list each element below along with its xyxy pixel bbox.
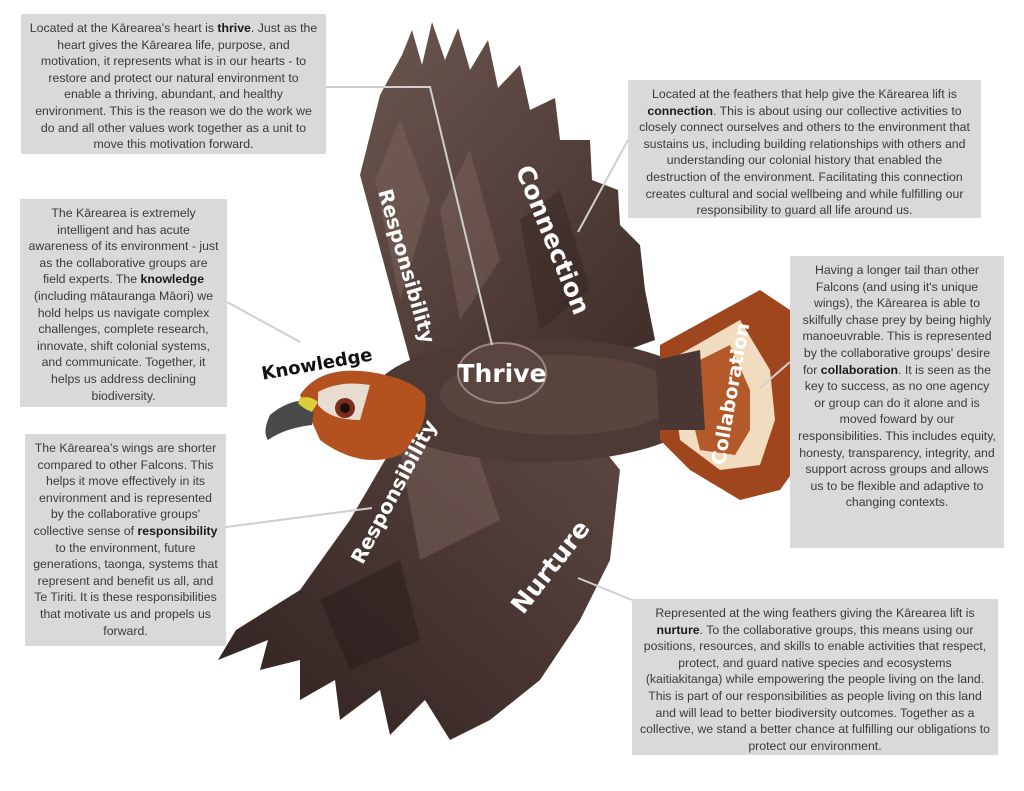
thrive-description-box: Located at the Kārearea's heart is thriv… xyxy=(21,14,326,154)
connection-text-bold: connection xyxy=(647,103,714,118)
responsibility-text-post: to the environment, future generations, … xyxy=(33,540,218,638)
responsibility-text-pre: The Kārearea's wings are shorter compare… xyxy=(33,441,217,538)
nurture-description-box: Represented at the wing feathers giving … xyxy=(632,599,998,755)
thrive-text-post: . Just as the heart gives the Kārearea l… xyxy=(35,21,318,152)
responsibility-description-box: The Kārearea's wings are shorter compare… xyxy=(25,434,226,646)
knowledge-text-bold: knowledge xyxy=(140,272,205,287)
collaboration-text-post: . It is seen as the key to success, as n… xyxy=(798,362,996,510)
thrive-text-pre: Located at the Kārearea's heart is xyxy=(29,21,218,35)
collaboration-description-box: Having a longer tail than other Falcons … xyxy=(790,256,1004,548)
knowledge-description-box: The Kārearea is extremely intelligent an… xyxy=(20,199,227,407)
nurture-text-bold: nurture xyxy=(656,622,700,637)
connection-text-pre: Located at the feathers that help give t… xyxy=(652,87,957,101)
connection-description-box: Located at the feathers that help give t… xyxy=(628,80,981,218)
tail xyxy=(655,290,810,500)
beak xyxy=(265,399,315,440)
collaboration-text-pre: Having a longer tail than other Falcons … xyxy=(802,263,992,377)
nurture-text-pre: Represented at the wing feathers giving … xyxy=(655,606,975,620)
thrive-heart-ellipse xyxy=(457,342,547,404)
upper-wing xyxy=(360,22,655,365)
label-thrive: Thrive xyxy=(457,359,546,388)
connection-text-post: . This is about using our collective act… xyxy=(639,103,970,218)
nurture-text-post: . To the collaborative groups, this mean… xyxy=(640,622,990,753)
lower-wing xyxy=(218,400,620,740)
head xyxy=(265,370,426,460)
responsibility-text-bold: responsibility xyxy=(137,523,218,538)
connector-lines xyxy=(225,86,791,601)
knowledge-text-pre: The Kārearea is extremely intelligent an… xyxy=(28,206,219,287)
collaboration-text-bold: collaboration xyxy=(820,362,899,377)
thrive-text-bold: thrive xyxy=(217,21,251,35)
knowledge-text-post: (including mātauranga Māori) we hold hel… xyxy=(33,288,214,403)
